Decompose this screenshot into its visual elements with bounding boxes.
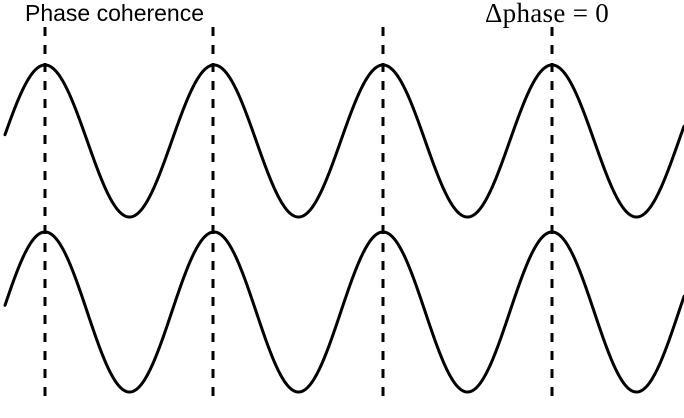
wave-top — [3, 63, 684, 219]
wave-bottom — [3, 230, 684, 394]
delta-phase-annotation: Δphase = 0 — [485, 0, 610, 28]
page-title: Phase coherence — [25, 0, 205, 26]
waveform-curves — [3, 63, 684, 394]
phase-alignment-lines — [43, 27, 554, 405]
